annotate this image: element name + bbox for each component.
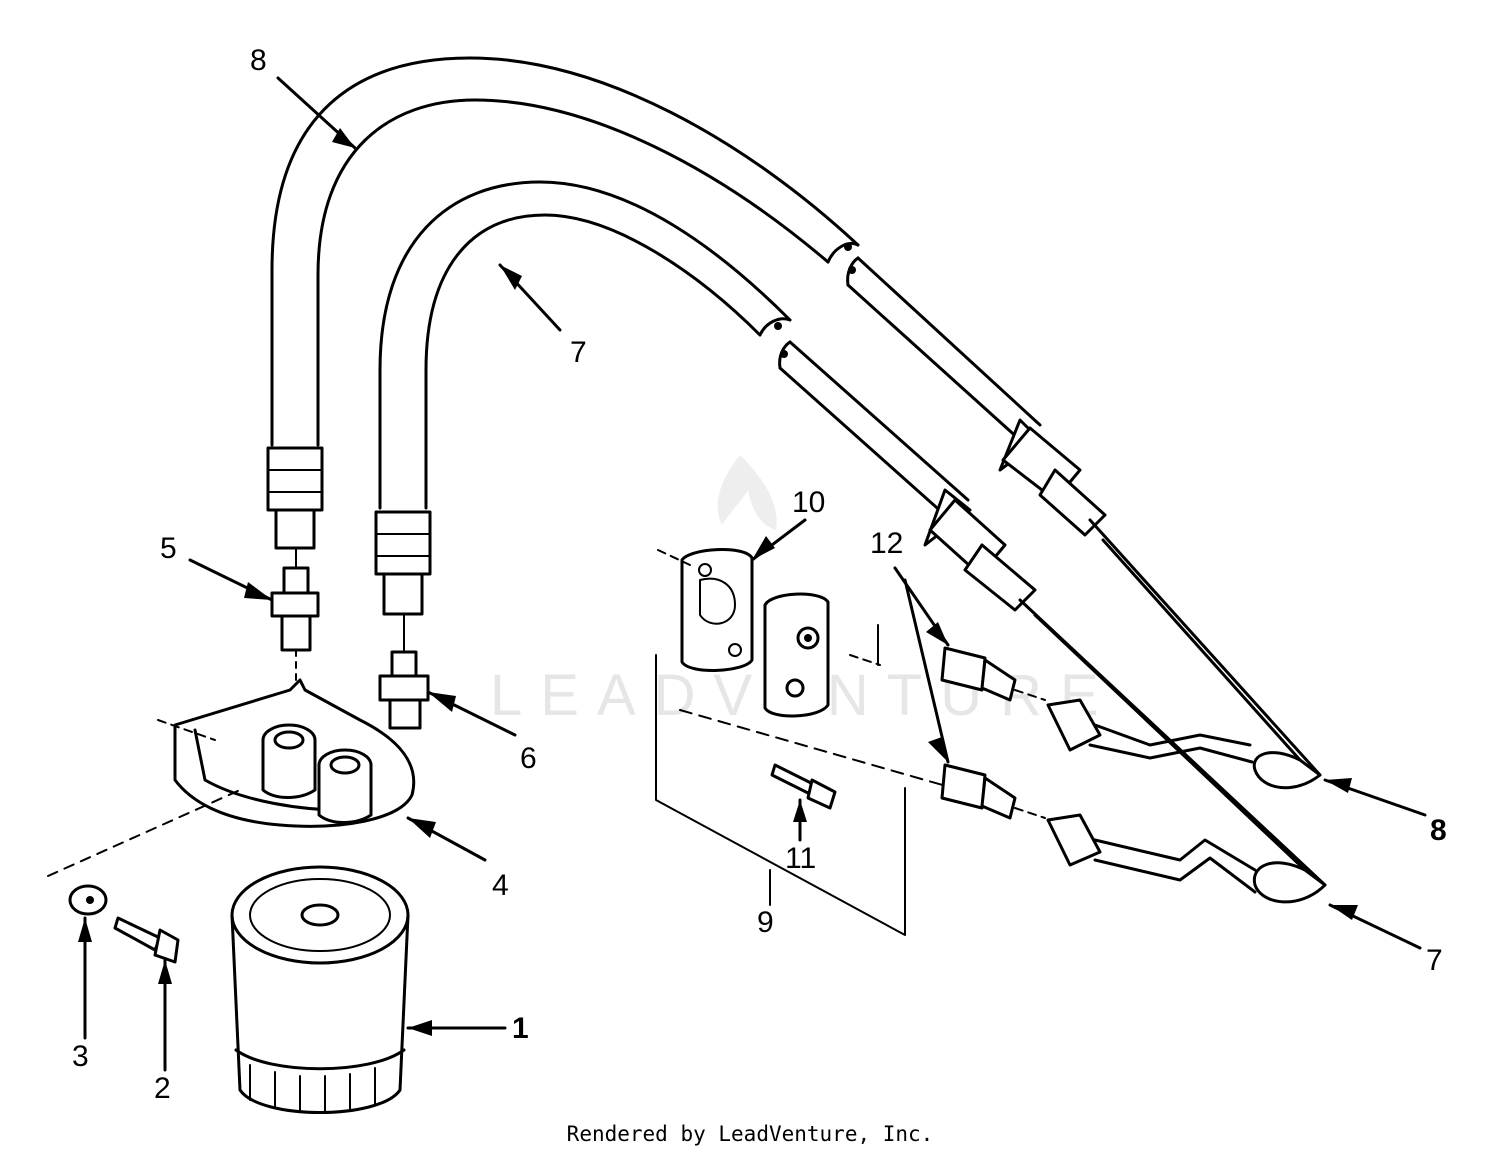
- callout-12: 12: [870, 527, 903, 560]
- callout-5: 5: [160, 532, 177, 565]
- hose-7: [374, 180, 1327, 904]
- callout-3: 3: [72, 1040, 89, 1073]
- callout-9: 9: [757, 906, 774, 939]
- cooler-tubes: [1046, 698, 1257, 894]
- bracket-9: [655, 654, 961, 936]
- connectors-12: [940, 646, 1046, 820]
- callout-8-right: 8: [1430, 814, 1447, 847]
- washer-3: [68, 884, 108, 916]
- filter-adapter-4: [47, 678, 416, 877]
- fitting-6: [378, 613, 430, 730]
- callout-4: 4: [492, 869, 509, 902]
- callout-1: 1: [512, 1012, 529, 1045]
- callout-7-top: 7: [570, 336, 587, 369]
- callouts: 8 7 5 6 4 1 3 2 10 12 11 9 8 7: [72, 44, 1447, 1105]
- hose-8: [266, 56, 1322, 790]
- callout-8-top: 8: [250, 44, 267, 77]
- callout-10: 10: [792, 486, 825, 519]
- callout-11: 11: [785, 842, 816, 875]
- oil-filter-1: [230, 865, 410, 1114]
- callout-7-right: 7: [1426, 944, 1443, 977]
- cooler-plate: [763, 592, 881, 718]
- leader-lines: [78, 76, 1427, 1072]
- callout-2: 2: [154, 1072, 171, 1105]
- screw-11: [770, 763, 837, 810]
- fitting-5: [270, 547, 320, 711]
- footer-credit: Rendered by LeadVenture, Inc.: [566, 1122, 934, 1146]
- callout-6: 6: [520, 742, 537, 775]
- bolt-2: [113, 916, 180, 964]
- gasket-10: [657, 548, 754, 672]
